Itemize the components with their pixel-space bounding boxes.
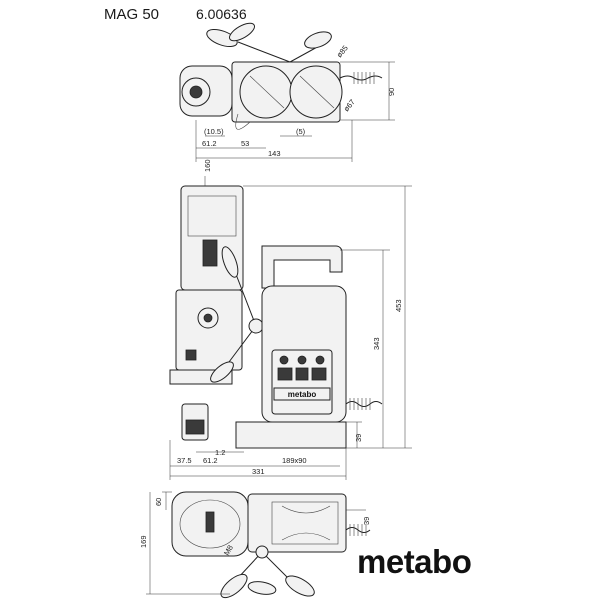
- dim-453: 453: [394, 299, 403, 312]
- bottom-view: 60 169 39 M8: [139, 491, 371, 599]
- motor-circle-right: [289, 65, 343, 119]
- top-view: 90 ø85 ø67 (10.5) (5) 61.2 53 143: [179, 22, 396, 162]
- dim-189x90: 189x90: [282, 456, 307, 465]
- magnet-base: [235, 421, 347, 449]
- dim-d67: ø67: [342, 98, 357, 114]
- dim-d85: ø85: [335, 44, 350, 60]
- brand-plate: [273, 387, 331, 401]
- dim-10-5: (10.5): [204, 127, 224, 136]
- dim-160: 160: [203, 159, 212, 172]
- dim-90: 90: [387, 88, 396, 96]
- cable-spring: [339, 72, 383, 84]
- top-handles: [206, 22, 332, 63]
- dim-1-2: 1.2: [215, 448, 225, 457]
- side-cable-spring: [345, 398, 383, 410]
- dim-37-5: 37.5: [177, 456, 192, 465]
- dim-143: 143: [268, 149, 281, 158]
- dim-61-2-side: 61.2: [203, 456, 218, 465]
- dim-39-bottom: 39: [362, 517, 371, 525]
- dim-53: 53: [241, 139, 249, 148]
- side-view: metabo 160 453 343 39 1.2 37.5 61.2 189x…: [169, 159, 412, 480]
- dim-343: 343: [372, 337, 381, 350]
- motor-label: [202, 239, 218, 267]
- brand-plate-text: metabo: [288, 390, 317, 399]
- carry-handle: [261, 245, 343, 289]
- dim-331: 331: [252, 467, 265, 476]
- bottom-handles: [220, 545, 315, 599]
- dim-39: 39: [354, 434, 363, 442]
- dim-60: 60: [154, 498, 163, 506]
- switch-right: [311, 367, 327, 381]
- article-number: 6.00636: [196, 6, 247, 22]
- dim-5: (5): [296, 127, 306, 136]
- metabo-logo: metabo: [357, 543, 472, 580]
- model-title: MAG 50: [104, 6, 160, 23]
- bottom-stand: [247, 493, 347, 553]
- indicator-mid-icon: [297, 355, 307, 365]
- indicator-right-icon: [315, 355, 325, 365]
- switch-left: [277, 367, 293, 381]
- bottom-cable-spring: [345, 524, 371, 536]
- indicator-left-icon: [279, 355, 289, 365]
- dim-61-2: 61.2: [202, 139, 217, 148]
- chuck-icon: [189, 85, 203, 99]
- dim-169: 169: [139, 535, 148, 548]
- motor-circle-left: [239, 65, 293, 119]
- switch-mid: [295, 367, 309, 381]
